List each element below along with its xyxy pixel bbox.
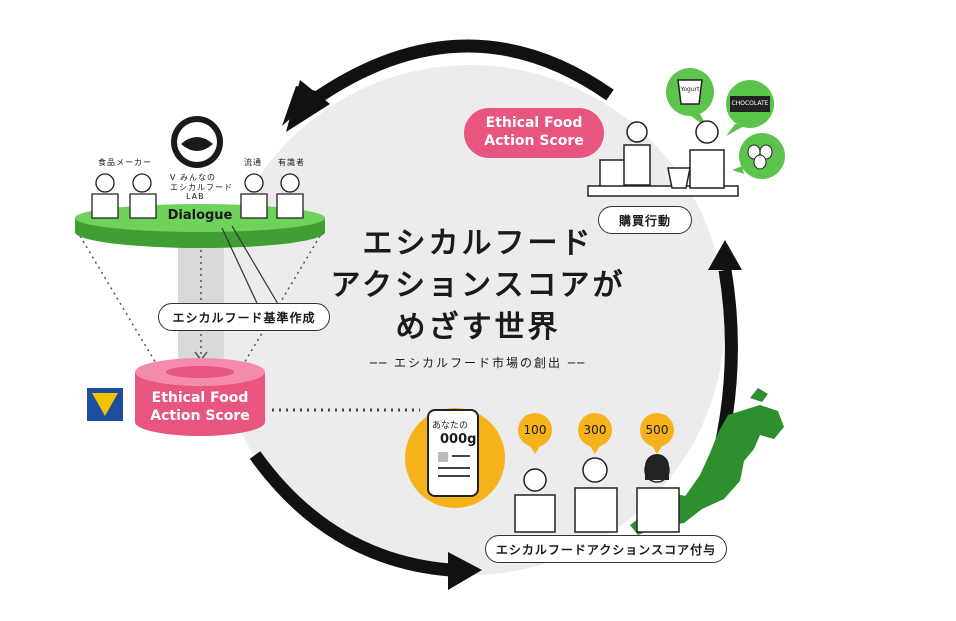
label-food-makers: 食品メーカー: [98, 158, 152, 167]
phone-label: あなたの: [432, 421, 469, 431]
score-award-pill: エシカルフードアクションスコア付与: [485, 535, 727, 563]
title-line-2: アクションスコアが: [330, 268, 626, 303]
coin-500: 500: [640, 413, 674, 447]
left-score-line-1: Ethical Food: [151, 390, 249, 406]
v-logo-icon: [87, 388, 123, 421]
title-line-1: エシカルフード: [362, 226, 594, 261]
standard-creation-pill: エシカルフード基準作成: [158, 303, 330, 331]
title-line-3: めざす世界: [395, 310, 561, 345]
right-score-line-1: Ethical Food: [485, 115, 583, 131]
phone-value: 000g: [440, 432, 477, 447]
right-score-badge: [464, 108, 604, 158]
right-score-line-2: Action Score: [484, 133, 584, 149]
phone-icon: [427, 409, 479, 497]
dialogue-label: Dialogue: [167, 208, 233, 223]
funnel-line-left: [79, 235, 161, 371]
arrow-top: [296, 39, 614, 116]
gray-column: [178, 232, 224, 372]
lab-logo-text-2: エシカルフード: [170, 183, 233, 192]
bubble-yogurt-label: Yogurt: [680, 86, 700, 93]
coin-100: 100: [518, 413, 552, 447]
arrow-bottom-head-icon: [448, 552, 482, 590]
bubble-chocolate-label: CHOCOLATE: [731, 100, 769, 107]
lab-logo-text-3: LAB: [186, 192, 205, 201]
title-subtitle: ── エシカルフード市場の創出 ──: [369, 356, 587, 370]
arrow-bottom: [249, 451, 451, 577]
purchase-action-pill: 購買行動: [598, 206, 692, 234]
left-score-line-2: Action Score: [150, 408, 250, 424]
label-experts: 有識者: [278, 158, 305, 167]
japan-map-icon: [630, 388, 784, 535]
lab-logo-text-1: V みんなの: [170, 173, 217, 182]
arrow-right-head-icon: [708, 240, 742, 270]
people-bottom-illustration: [514, 457, 680, 533]
coin-300: 300: [578, 413, 612, 447]
checkout-scene-illustration: [587, 120, 739, 197]
stakeholders-illustration: [91, 173, 304, 219]
label-distribution: 流通: [244, 158, 262, 167]
